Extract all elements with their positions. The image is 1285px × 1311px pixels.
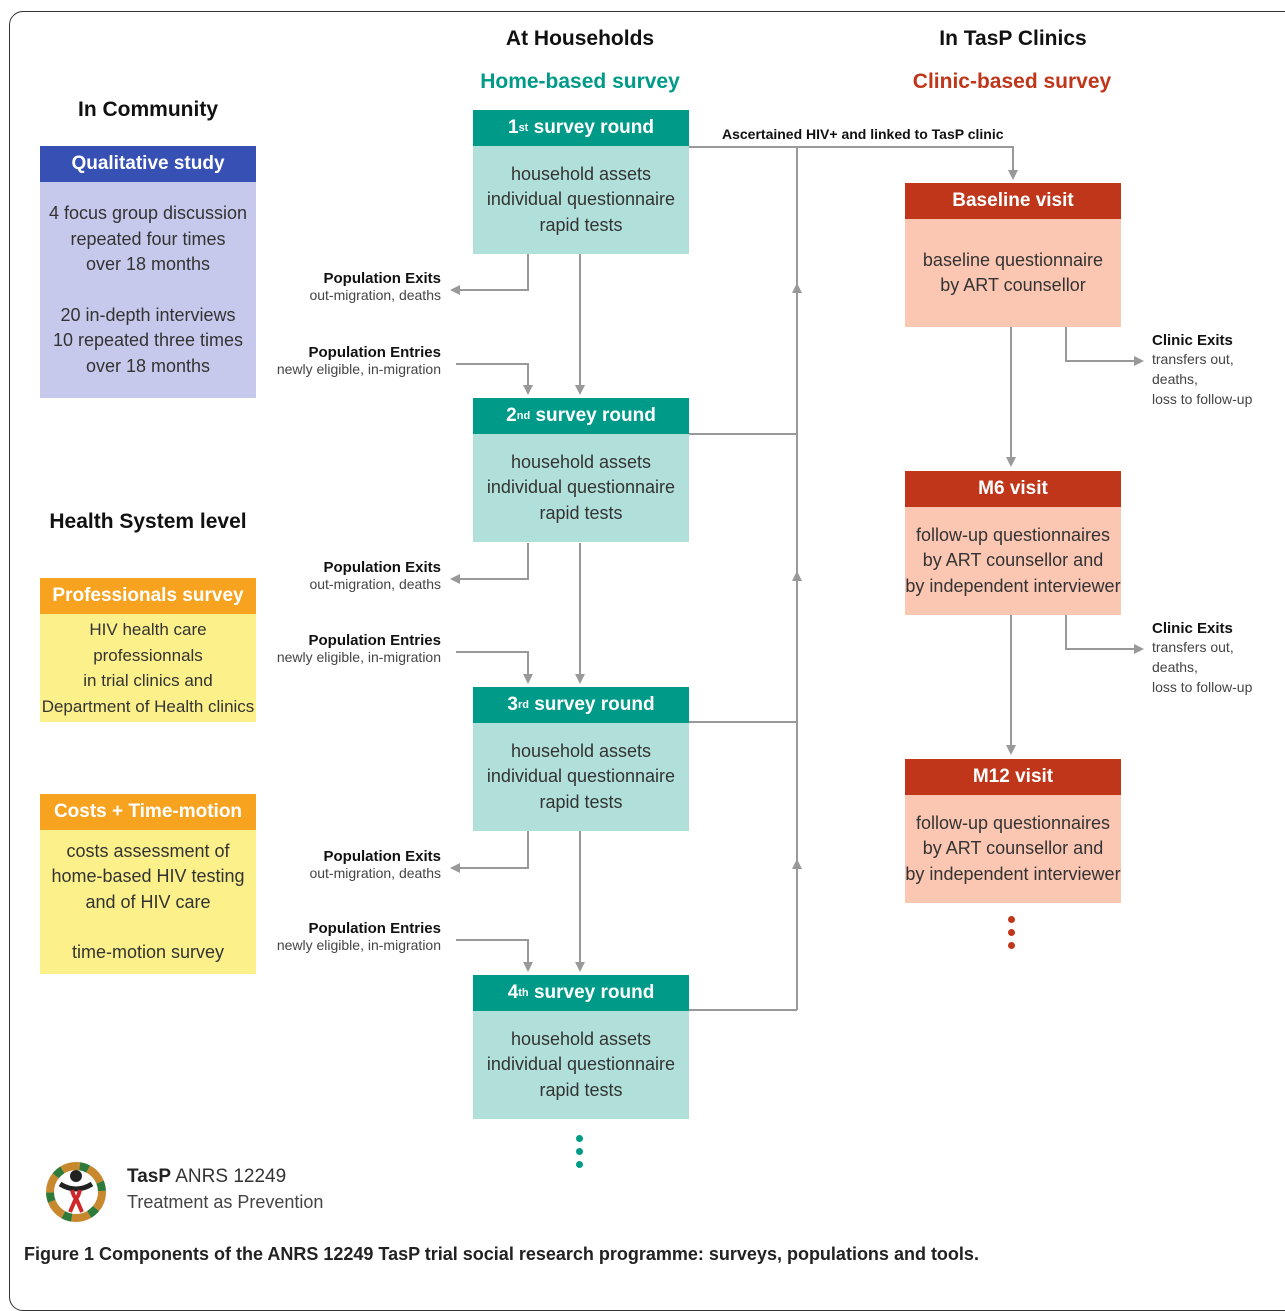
costs-line: costs assessment of <box>66 840 230 861</box>
costs-time-motion-header: Costs + Time-motion <box>40 794 256 830</box>
round-body-line: individual questionnaire <box>486 477 676 498</box>
clinic-exit-arrow-1 <box>1065 327 1144 366</box>
visit-line: by ART counsellor and <box>922 550 1104 571</box>
continuation-dot <box>1008 929 1015 936</box>
entry-arrow-2 <box>456 651 533 684</box>
continuation-dot <box>576 1161 583 1168</box>
continuation-dot <box>576 1135 583 1142</box>
population-exits-label-2: Population Exits out-migration, deaths <box>309 559 441 592</box>
qualitative-line: 20 in-depth interviews <box>60 304 236 325</box>
visit-line: follow-up questionnaires <box>915 524 1111 545</box>
clinic-exits-label-1: Clinic Exits transfers out, deaths, loss… <box>1152 332 1253 407</box>
continuation-dot <box>576 1148 583 1155</box>
round-body-line: household assets <box>510 740 652 761</box>
round-body-line: rapid tests <box>539 791 623 812</box>
home-based-survey-title: Home-based survey <box>480 70 680 93</box>
population-exits-label-1: Population Exits out-migration, deaths <box>309 270 441 303</box>
survey-round-3-body: household assets individual questionnair… <box>473 723 689 831</box>
qualitative-line: 4 focus group discussion <box>48 203 248 223</box>
figure-label: Figure 1 <box>24 1244 95 1264</box>
visit-line: by ART counsellor <box>940 275 1086 295</box>
round-body-line: household assets <box>510 163 652 184</box>
round-body-line: individual questionnaire <box>486 766 676 787</box>
round-body-line: household assets <box>510 1028 652 1049</box>
visit-line: by ART counsellor and <box>922 838 1104 859</box>
m12-visit-header: M12 visit <box>905 759 1121 795</box>
professionals-survey-body: HIV health care professionnals in trial … <box>40 614 256 722</box>
figure-caption: Figure 1 Components of the ANRS 12249 Ta… <box>24 1244 979 1265</box>
qualitative-line: over 18 months <box>85 355 211 376</box>
survey-round-2-body: household assets individual questionnair… <box>473 434 689 542</box>
round-body-line: individual questionnaire <box>486 189 676 210</box>
m12-visit-body: follow-up questionnaires by ART counsell… <box>905 795 1121 903</box>
qualitative-line: over 18 months <box>85 254 211 274</box>
logo-tagline: Treatment as Prevention <box>127 1192 324 1212</box>
entry-arrow-1 <box>456 363 533 395</box>
continuation-dot <box>1008 942 1015 949</box>
professionals-survey-header: Professionals survey <box>40 578 256 614</box>
clinic-exit-arrow-2 <box>1065 615 1144 654</box>
costs-time-motion-body: costs assessment of home-based HIV testi… <box>40 830 256 974</box>
m6-visit-body: follow-up questionnaires by ART counsell… <box>905 507 1121 615</box>
clinics-header: In TasP Clinics <box>939 27 1087 50</box>
households-header: At Households <box>505 27 655 50</box>
costs-line: home-based HIV testing <box>51 866 245 886</box>
population-exits-label-3: Population Exits out-migration, deaths <box>309 848 441 881</box>
exit-arrow-3 <box>450 831 529 873</box>
visit-line: baseline questionnaire <box>922 249 1104 270</box>
clinic-exits-label-2: Clinic Exits transfers out, deaths, loss… <box>1152 620 1253 695</box>
survey-round-4-body: household assets individual questionnair… <box>473 1011 689 1119</box>
professionals-line: in trial clinics and <box>83 671 213 690</box>
baseline-visit-header: Baseline visit <box>905 183 1121 219</box>
qualitative-study-body: 4 focus group discussion repeated four t… <box>40 182 256 398</box>
figure-caption-text: Components of the ANRS 12249 TasP trial … <box>99 1244 979 1264</box>
visit-line: follow-up questionnaires <box>915 812 1111 833</box>
survey-round-1-body: household assets individual questionnair… <box>473 146 689 254</box>
continuation-dot <box>1008 916 1015 923</box>
link-label: Ascertained HIV+ and linked to TasP clin… <box>722 126 1004 142</box>
professionals-line: Department of Health clinics <box>41 696 255 716</box>
population-entries-label-2: Population Entries newly eligible, in-mi… <box>276 632 441 665</box>
clinic-based-survey-title: Clinic-based survey <box>912 70 1112 93</box>
connector-lines <box>450 146 1144 1011</box>
health-system-header: Health System level <box>49 510 247 533</box>
round-body-line: rapid tests <box>539 502 623 523</box>
qualitative-line: 10 repeated three times <box>52 330 244 350</box>
round-body-line: household assets <box>510 451 652 472</box>
round-body-line: rapid tests <box>539 1079 623 1100</box>
round-body-line: individual questionnaire <box>486 1054 676 1075</box>
tasp-logo-icon <box>38 1154 114 1230</box>
exit-arrow-1 <box>450 254 529 295</box>
visit-line: by independent interviewer <box>905 575 1121 596</box>
baseline-visit-body: baseline questionnaire by ART counsellor <box>905 219 1121 327</box>
exit-arrow-2 <box>450 543 529 584</box>
visit-line: by independent interviewer <box>905 863 1121 884</box>
community-header: In Community <box>78 98 218 121</box>
entry-arrow-3 <box>456 939 533 972</box>
round-body-line: rapid tests <box>539 214 623 235</box>
qualitative-study-header: Qualitative study <box>40 146 256 182</box>
costs-line: time-motion survey <box>71 942 225 962</box>
professionals-line: HIV health care professionnals <box>89 620 207 665</box>
link-to-clinic-arrow <box>689 146 1018 180</box>
logo-title: TasP ANRS 12249 <box>127 1166 287 1187</box>
m6-visit-header: M6 visit <box>905 471 1121 507</box>
population-entries-label-1: Population Entries newly eligible, in-mi… <box>276 344 441 377</box>
costs-line: and of HIV care <box>85 891 211 912</box>
qualitative-line: repeated four times <box>70 228 226 249</box>
population-entries-label-3: Population Entries newly eligible, in-mi… <box>276 920 441 953</box>
